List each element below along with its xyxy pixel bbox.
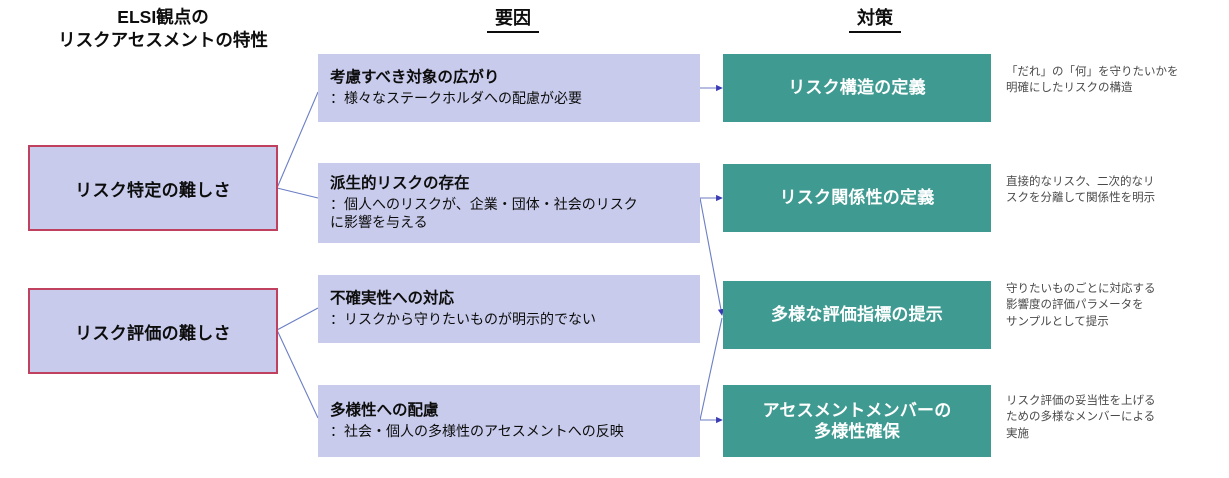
measure-label: リスク構造の定義 bbox=[788, 78, 926, 98]
factor-description: ：リスクから守りたいものが明示的でない bbox=[330, 311, 596, 328]
measure-label: 多様な評価指標の提示 bbox=[771, 305, 943, 325]
factor-description: ：社会・個人の多様性のアセスメントへの反映 bbox=[330, 423, 624, 440]
factor-title: 派生的リスクの存在 bbox=[330, 175, 470, 193]
page-title: ELSI観点の リスクアセスメントの特性 bbox=[58, 7, 268, 51]
characteristic-label: リスク評価の難しさ bbox=[75, 323, 231, 343]
measure-label: アセスメントメンバーの 多様性確保 bbox=[762, 400, 952, 441]
measure-box-2[interactable]: リスク関係性の定義 bbox=[723, 164, 991, 232]
factor-description: ：様々なステークホルダへの配慮が必要 bbox=[330, 90, 582, 107]
characteristic-box-risk-evaluation[interactable]: リスク評価の難しさ bbox=[28, 288, 278, 374]
characteristic-label: リスク特定の難しさ bbox=[75, 180, 231, 200]
factor-box-2[interactable]: 派生的リスクの存在 ：個人へのリスクが、企業・団体・社会のリスク に影響を与える bbox=[318, 163, 700, 243]
measure-note-1: 「だれ」の「何」を守りたいかを 明確にしたリスクの構造 bbox=[1006, 66, 1179, 95]
measure-label: リスク関係性の定義 bbox=[779, 188, 935, 208]
measure-note-3: 守りたいものごとに対応する 影響度の評価パラメータを サンプルとして提示 bbox=[1006, 283, 1156, 328]
factor-description: ：個人へのリスクが、企業・団体・社会のリスク に影響を与える bbox=[330, 196, 638, 231]
factor-title: 考慮すべき対象の広がり bbox=[330, 69, 500, 87]
factor-title: 多様性への配慮 bbox=[330, 402, 439, 420]
measure-box-1[interactable]: リスク構造の定義 bbox=[723, 54, 991, 122]
measure-note-4: リスク評価の妥当性を上げる ための多様なメンバーによる 実施 bbox=[1006, 395, 1156, 440]
factor-title: 不確実性への対応 bbox=[330, 290, 455, 308]
characteristic-box-risk-identification[interactable]: リスク特定の難しさ bbox=[28, 145, 278, 231]
measure-box-3[interactable]: 多様な評価指標の提示 bbox=[723, 281, 991, 349]
factor-box-3[interactable]: 不確実性への対応 ：リスクから守りたいものが明示的でない bbox=[318, 275, 700, 343]
column-header-factor: 要因 bbox=[487, 8, 539, 33]
measure-note-2: 直接的なリスク、二次的なリ スクを分離して関係性を明示 bbox=[1006, 176, 1156, 205]
measure-box-4[interactable]: アセスメントメンバーの 多様性確保 bbox=[723, 385, 991, 457]
column-header-measure: 対策 bbox=[849, 8, 901, 33]
factor-box-1[interactable]: 考慮すべき対象の広がり ：様々なステークホルダへの配慮が必要 bbox=[318, 54, 700, 122]
factor-box-4[interactable]: 多様性への配慮 ：社会・個人の多様性のアセスメントへの反映 bbox=[318, 385, 700, 457]
